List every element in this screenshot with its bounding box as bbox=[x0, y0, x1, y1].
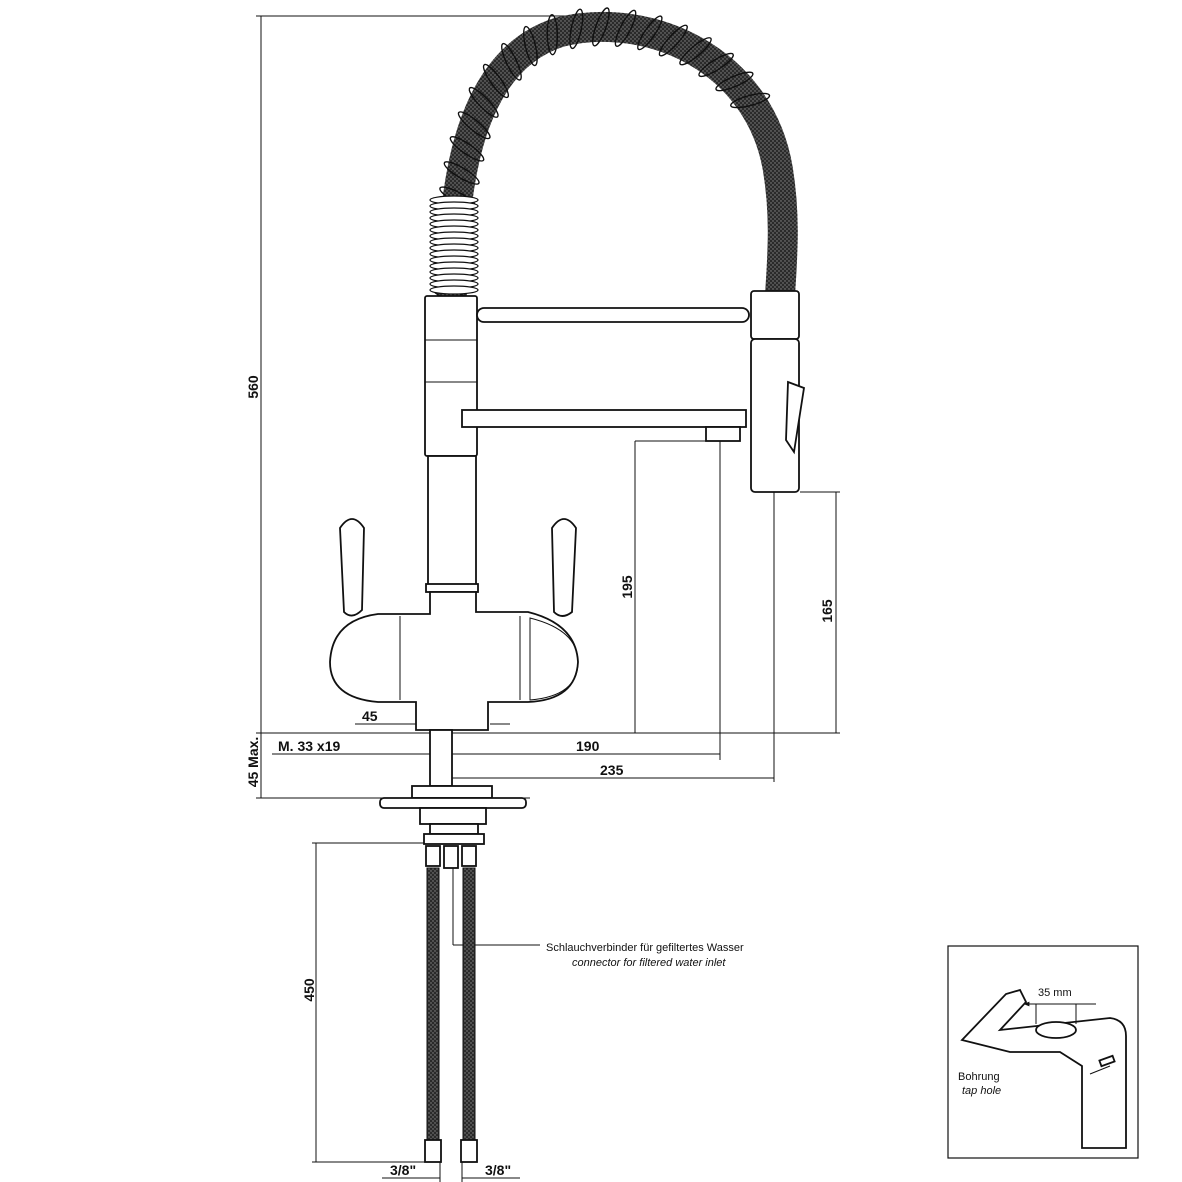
column-ring bbox=[425, 583, 479, 593]
shank bbox=[429, 729, 453, 787]
spring-coil bbox=[698, 52, 734, 78]
tap-hole bbox=[1035, 1021, 1077, 1039]
dim-spout-height: 195 bbox=[619, 575, 635, 599]
supply-hoses bbox=[424, 845, 478, 1163]
shower-head-top bbox=[750, 290, 800, 340]
column-lower bbox=[427, 455, 477, 589]
spring-coil bbox=[637, 15, 663, 51]
mount-nut bbox=[419, 807, 487, 825]
right-cap bbox=[529, 617, 579, 701]
dimension-labels: 560 45 Max. M. 33 x19 45 195 165 190 235… bbox=[245, 375, 835, 1178]
spring-coil bbox=[429, 285, 479, 295]
base-plate bbox=[379, 797, 527, 809]
left-hose-fitting bbox=[424, 1139, 442, 1163]
spring-coil bbox=[569, 8, 584, 50]
dim-max-thickness: 45 Max. bbox=[245, 737, 261, 788]
right-lever bbox=[551, 518, 577, 617]
spring-coil bbox=[482, 63, 510, 99]
spring-coil bbox=[523, 25, 538, 67]
spout-aerator bbox=[705, 426, 741, 442]
inset-label-en: tap hole bbox=[962, 1085, 1001, 1097]
spring-coil bbox=[679, 37, 712, 66]
left-hose-nut bbox=[425, 845, 441, 867]
spring-coil bbox=[592, 7, 610, 47]
mount-bottom bbox=[423, 833, 485, 845]
mixer-body bbox=[329, 591, 579, 731]
mount-washer bbox=[429, 823, 479, 835]
dim-lever-offset: 45 bbox=[362, 708, 378, 724]
left-lever bbox=[339, 518, 365, 617]
spring-coil bbox=[546, 13, 559, 56]
faucet-body bbox=[329, 7, 806, 845]
shower-hose bbox=[437, 11, 798, 297]
inset-label-de: Bohrung bbox=[958, 1071, 1000, 1083]
inset-slot bbox=[1098, 1054, 1116, 1068]
dim-hose-length: 450 bbox=[301, 978, 317, 1002]
left-hose bbox=[426, 867, 440, 1141]
spring-coils bbox=[429, 7, 771, 306]
connector-note-de: Schlauchverbinder für gefiltertes Wasser bbox=[546, 942, 744, 954]
spring-coil bbox=[614, 9, 637, 47]
dim-spout-reach: 190 bbox=[576, 738, 600, 754]
right-hose-fitting bbox=[460, 1139, 478, 1163]
dim-left-connection: 3/8" bbox=[390, 1162, 416, 1178]
holder-arm bbox=[476, 307, 750, 323]
tap-hole-inset: 35 mm Bohrung tap hole bbox=[947, 945, 1139, 1159]
spring-coil bbox=[468, 86, 499, 118]
spring-coil bbox=[457, 111, 491, 140]
spring-coil bbox=[730, 92, 771, 109]
spring-coil bbox=[501, 42, 522, 81]
dim-thread: M. 33 x19 bbox=[278, 738, 340, 754]
dim-shower-height: 165 bbox=[819, 599, 835, 623]
filter-connector bbox=[443, 845, 459, 869]
spout bbox=[461, 409, 747, 428]
right-hose-nut bbox=[461, 845, 477, 867]
dimension-lines bbox=[256, 15, 840, 1182]
connector-note-en: connector for filtered water inlet bbox=[572, 957, 726, 969]
dim-shower-reach: 235 bbox=[600, 762, 624, 778]
spring-coil bbox=[449, 136, 485, 162]
dim-total-height: 560 bbox=[245, 375, 261, 399]
base-ring bbox=[411, 785, 493, 799]
spring-coil bbox=[658, 24, 688, 57]
shower-button bbox=[785, 380, 806, 455]
spring-coil bbox=[715, 71, 754, 92]
spring-coil bbox=[443, 161, 480, 185]
dim-right-connection: 3/8" bbox=[485, 1162, 511, 1178]
right-hose bbox=[462, 867, 476, 1141]
inset-hole-size: 35 mm bbox=[1038, 987, 1072, 999]
column-upper bbox=[424, 295, 478, 457]
